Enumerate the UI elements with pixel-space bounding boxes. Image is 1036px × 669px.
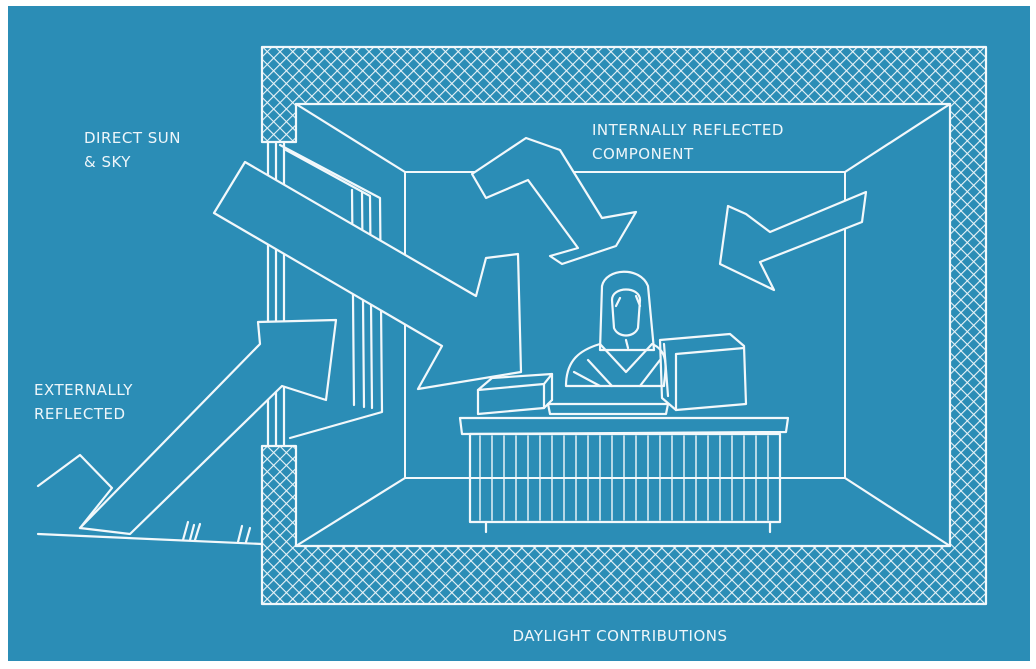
- internal-label-line-1: INTERNALLY REFLECTED: [592, 118, 784, 142]
- externally-reflected-label: EXTERNALLY REFLECTED: [34, 378, 133, 426]
- external-label-line-2: REFLECTED: [34, 402, 133, 426]
- direct-label-line-1: DIRECT SUN: [84, 126, 181, 150]
- diagram-caption: DAYLIGHT CONTRIBUTIONS: [470, 624, 770, 648]
- ground-line: [38, 522, 262, 544]
- desk: [460, 404, 788, 532]
- office-worker: [566, 272, 666, 386]
- room-perspective: [296, 104, 950, 546]
- direct-label-line-2: & SKY: [84, 150, 181, 174]
- internally-reflected-label: INTERNALLY REFLECTED COMPONENT: [592, 118, 784, 166]
- desk-books: [478, 374, 552, 414]
- internal-label-line-2: COMPONENT: [592, 142, 784, 166]
- direct-sun-sky-label: DIRECT SUN & SKY: [84, 126, 181, 174]
- external-label-line-1: EXTERNALLY: [34, 378, 133, 402]
- computer-monitor: [660, 334, 746, 410]
